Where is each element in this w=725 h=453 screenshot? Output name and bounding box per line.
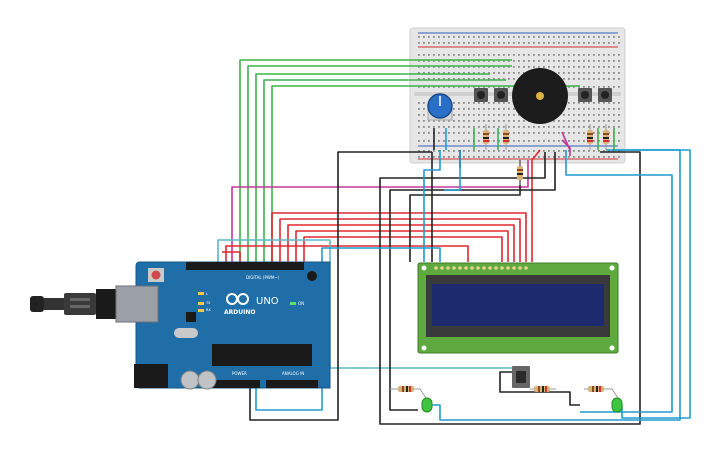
- breadboard-resistors: [433, 124, 615, 185]
- arduino-model-label: UNO: [256, 296, 279, 307]
- analog-header-label: ANALOG IN: [282, 371, 304, 376]
- wire-black-4[interactable]: [389, 152, 556, 411]
- wire-blue-5[interactable]: [606, 149, 691, 419]
- wire-red-7[interactable]: [225, 245, 469, 262]
- wires: [217, 59, 691, 425]
- wire-green-4[interactable]: [263, 79, 506, 262]
- resistor-bb-2[interactable]: [503, 124, 509, 150]
- power-header-label: POWER: [232, 371, 247, 376]
- wire-blue-3[interactable]: [565, 150, 673, 413]
- pushbutton-4[interactable]: [598, 88, 612, 102]
- pushbutton-bottom[interactable]: [512, 366, 530, 388]
- resistor-lcd-contrast[interactable]: [517, 160, 523, 185]
- resistor-bb-3[interactable]: [587, 124, 593, 150]
- led-l-label: L: [206, 292, 208, 296]
- wire-blue-6[interactable]: [444, 150, 461, 191]
- wire-black-5[interactable]: [499, 371, 580, 406]
- wire-red-6[interactable]: [303, 236, 503, 262]
- digital-header-label: DIGITAL (PWM~): [246, 275, 280, 280]
- pushbutton-2[interactable]: [494, 88, 508, 102]
- lcd-16x2[interactable]: [417, 262, 619, 354]
- arduino-uno-board[interactable]: [115, 261, 331, 390]
- wire-red-8[interactable]: [531, 149, 541, 262]
- wire-blue-2[interactable]: [423, 150, 441, 262]
- pushbutton-1[interactable]: [474, 88, 488, 102]
- digital-header: [186, 262, 304, 270]
- wire-green-5[interactable]: [271, 85, 580, 262]
- wire-green-1[interactable]: [239, 59, 512, 262]
- wire-red-1[interactable]: [222, 251, 241, 262]
- reset-button-icon[interactable]: [151, 270, 161, 280]
- power-jack[interactable]: [134, 364, 168, 388]
- jumper-magenta-bb: [561, 131, 571, 151]
- led-on-label: ON: [298, 301, 304, 306]
- wire-green-2[interactable]: [247, 65, 512, 262]
- resistor-bb-4[interactable]: [603, 124, 609, 150]
- wire-magenta-2[interactable]: [561, 139, 571, 156]
- atmega-chip: [212, 344, 312, 366]
- led-rx-label: RX: [206, 308, 211, 312]
- led-green-1[interactable]: [419, 388, 433, 413]
- piezo-buzzer[interactable]: [512, 68, 568, 124]
- lcd-pins: [434, 266, 528, 270]
- pushbutton-3[interactable]: [578, 88, 592, 102]
- resistor-bottom-2[interactable]: [530, 386, 556, 392]
- arduino-infinity-logo-icon: [226, 293, 249, 305]
- analog-header: [266, 380, 318, 388]
- wire-teal[interactable]: [217, 239, 520, 369]
- led-green-2[interactable]: [611, 388, 623, 413]
- power-header: [204, 380, 260, 388]
- led-tx-label: TX: [205, 301, 211, 305]
- potentiometer[interactable]: [427, 93, 453, 121]
- wire-red-4[interactable]: [287, 224, 515, 262]
- wire-green-3[interactable]: [255, 73, 490, 262]
- arduino-brand-label: ARDUINO: [224, 309, 255, 316]
- wire-black-3[interactable]: [379, 151, 641, 425]
- resistor-bottom-1[interactable]: [390, 386, 420, 392]
- resistor-bb-1[interactable]: [483, 124, 489, 150]
- usb-cable-icon: [30, 289, 118, 319]
- resistor-bottom-3[interactable]: [584, 386, 612, 392]
- wire-red-2[interactable]: [271, 212, 527, 262]
- wire-black-1[interactable]: [249, 151, 432, 421]
- usb-port[interactable]: [115, 285, 159, 323]
